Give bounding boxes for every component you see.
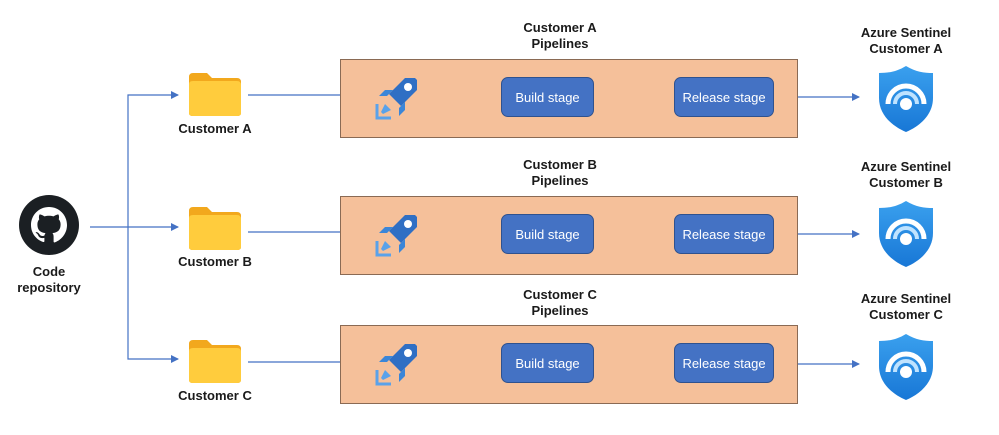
build-stage-customer-a: Build stage [501, 77, 594, 117]
folder-icon [187, 338, 243, 384]
folder-label-customer-c: Customer C [178, 388, 252, 403]
repository-label: Code repository [17, 264, 81, 295]
folder-icon [187, 71, 243, 117]
github-icon [18, 194, 80, 256]
build-stage-customer-c: Build stage [501, 343, 594, 383]
folder-label-customer-b: Customer B [178, 254, 252, 269]
build-stage-customer-b: Build stage [501, 214, 594, 254]
sentinel-label-customer-c: Azure Sentinel Customer C [860, 291, 952, 322]
repo-branch-line [127, 91, 179, 227]
azure-sentinel-shield-icon [876, 332, 936, 402]
azure-sentinel-shield-icon [876, 64, 936, 134]
folder-label-customer-a: Customer A [178, 121, 252, 136]
azure-sentinel-shield-icon [876, 199, 936, 269]
pipeline-title-customer-a: Customer A Pipelines [523, 20, 597, 51]
azure-pipelines-icon [375, 211, 421, 257]
release-stage-customer-b: Release stage [674, 214, 774, 254]
release-stage-customer-c: Release stage [674, 343, 774, 383]
repo-branch-line-down [127, 227, 179, 363]
sentinel-label-customer-b: Azure Sentinel Customer B [860, 159, 952, 190]
azure-pipelines-icon [375, 74, 421, 120]
pipeline-title-customer-b: Customer B Pipelines [523, 157, 597, 188]
pipeline-title-customer-c: Customer C Pipelines [523, 287, 597, 318]
azure-pipelines-icon [375, 340, 421, 386]
release-stage-customer-a: Release stage [674, 77, 774, 117]
folder-icon [187, 205, 243, 251]
sentinel-label-customer-a: Azure Sentinel Customer A [860, 25, 952, 56]
